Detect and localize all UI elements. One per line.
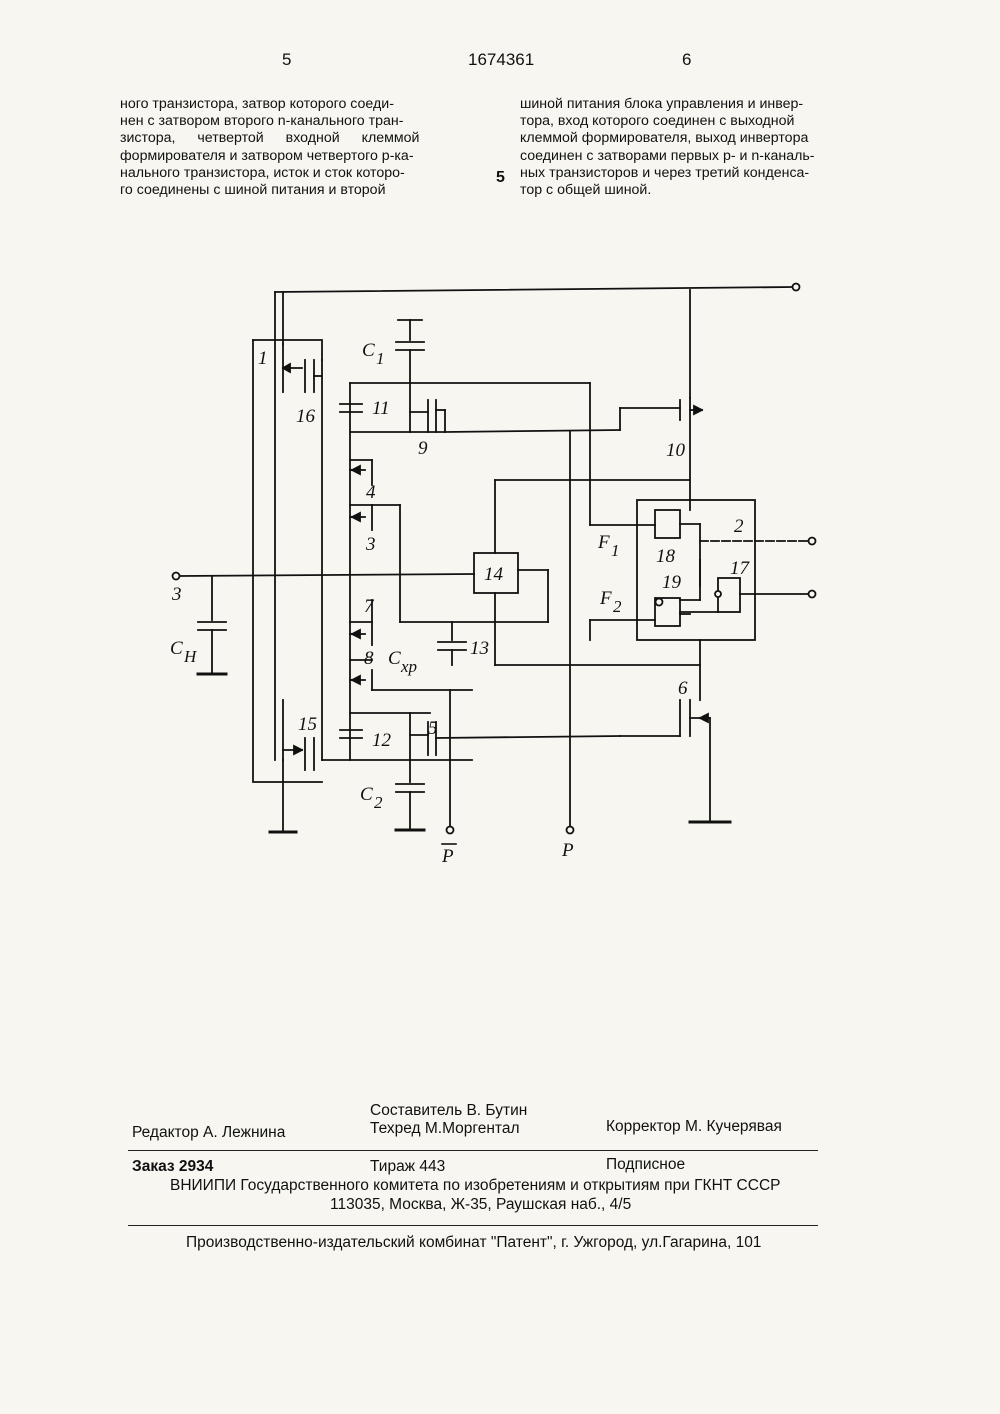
svg-text:3: 3 [365,534,376,555]
svg-text:19: 19 [662,572,682,593]
capacitor-13 [438,622,466,665]
svg-text:5: 5 [428,718,438,739]
svg-text:2: 2 [613,597,622,616]
transistor-9 [410,383,620,432]
divider [128,1150,818,1151]
order: Заказ 2934 [132,1158,213,1176]
composer: Составитель В. Бутин [370,1102,527,1120]
svg-text:2: 2 [374,793,383,812]
svg-text:xp: xp [400,657,417,676]
publisher: Производственно-издательский комбинат "П… [186,1234,761,1252]
svg-text:1: 1 [258,348,268,369]
svg-text:P: P [441,846,454,867]
svg-text:9: 9 [418,438,428,459]
supply-bus [275,284,800,761]
transistor-5 [410,690,620,834]
input-line [173,573,475,675]
techred: Техред М.Моргентал [370,1120,520,1138]
subscription: Подписное [606,1156,685,1174]
svg-text:P: P [561,840,574,861]
circulation: Тираж 443 [370,1158,445,1176]
organization: ВНИИПИ Государственного комитета по изоб… [170,1177,780,1195]
svg-text:C: C [362,340,375,361]
capacitor-c2 [396,760,424,830]
corrector: Корректор М. Кучерявая [606,1118,782,1136]
control-block-2 [637,500,816,640]
svg-text:16: 16 [296,406,316,427]
svg-text:4: 4 [366,482,376,503]
transistor-6 [620,640,730,822]
transistor-10 [620,398,702,500]
svg-text:C: C [360,784,373,805]
svg-text:1: 1 [376,349,385,368]
svg-text:1: 1 [611,541,620,560]
svg-text:17: 17 [730,558,751,579]
block-14 [400,480,700,665]
svg-text:11: 11 [372,398,390,419]
block-18 [655,510,680,538]
svg-text:C: C [170,638,183,659]
editor: Редактор А. Лежнина [132,1124,285,1142]
svg-text:6: 6 [678,678,688,699]
address: 113035, Москва, Ж-35, Раушская наб., 4/5 [330,1196,631,1214]
svg-text:12: 12 [372,730,392,751]
svg-text:F: F [597,532,610,553]
svg-text:14: 14 [484,564,504,585]
svg-text:18: 18 [656,546,676,567]
svg-text:3: 3 [171,584,182,605]
svg-text:7: 7 [364,596,375,617]
diagram-labels: 1 16 C 1 11 9 10 4 3 3 C H 14 7 8 C xp 1… [170,340,751,867]
svg-text:15: 15 [298,714,317,735]
svg-text:H: H [183,647,198,666]
svg-text:8: 8 [364,648,374,669]
svg-text:13: 13 [470,638,489,659]
signal-lines [567,432,656,834]
svg-text:10: 10 [666,440,686,461]
svg-text:2: 2 [734,516,744,537]
divider [128,1225,818,1226]
capacitor-c1 [396,320,424,383]
svg-text:F: F [599,588,612,609]
svg-text:C: C [388,648,401,669]
